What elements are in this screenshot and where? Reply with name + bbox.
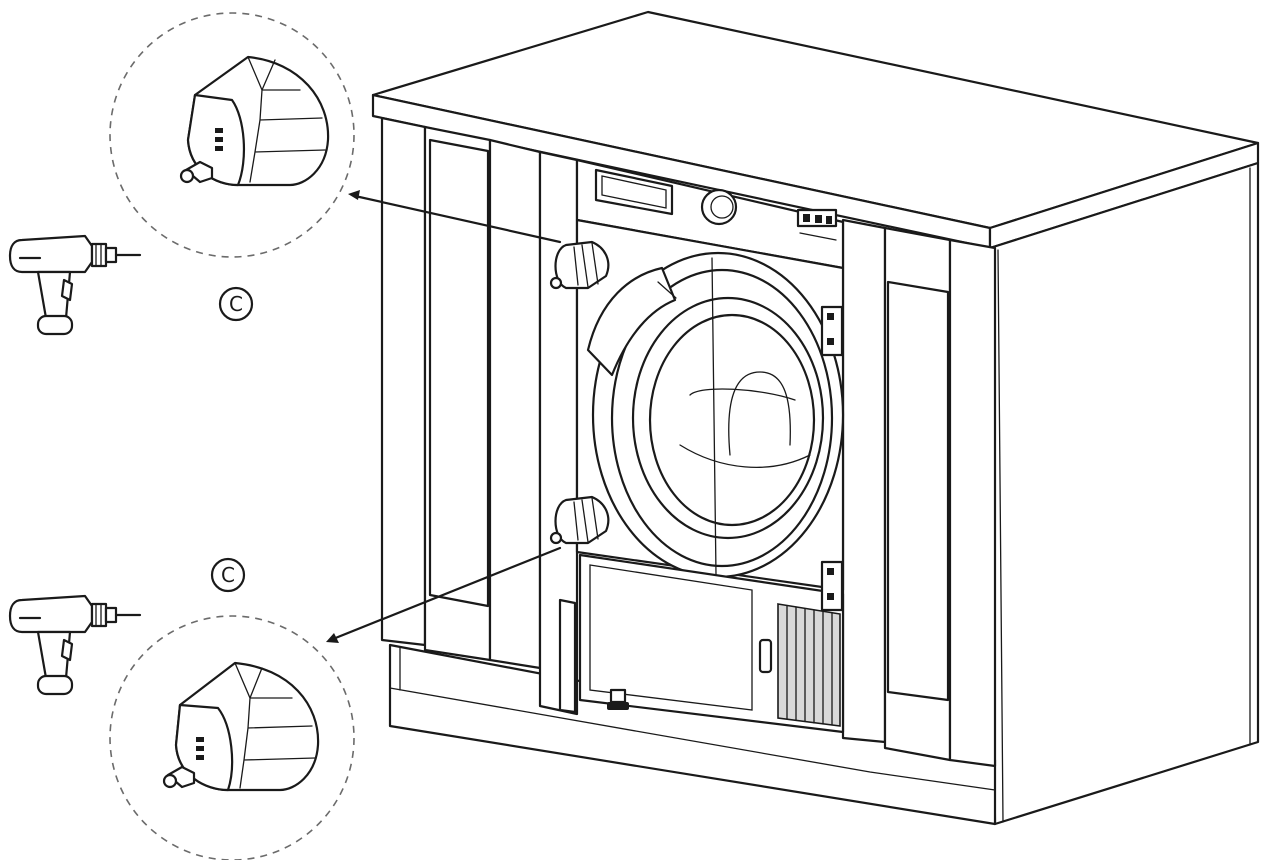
cabinet	[371, 10, 1260, 826]
door-hinge-lower	[820, 560, 844, 612]
bracket-detail-lower	[162, 661, 320, 792]
cabinet-side-panel	[988, 161, 1260, 826]
callout-label-lower: C	[221, 563, 235, 587]
adjustable-foot	[607, 688, 629, 710]
dryer	[575, 158, 845, 734]
detail-circle-lower: C	[109, 557, 355, 861]
callout-marker-upper	[218, 286, 254, 322]
bracket-detail-upper	[179, 55, 330, 187]
callout-marker-lower	[210, 557, 246, 593]
mounting-bracket-upper	[549, 240, 610, 290]
program-knob	[700, 188, 738, 226]
power-drill-icon-lower	[8, 594, 142, 696]
door-handle	[586, 266, 677, 377]
left-frame	[380, 116, 579, 716]
display-buttons	[796, 208, 838, 241]
service-panel	[578, 553, 845, 734]
door-hinge-upper	[820, 305, 844, 357]
vent-grille	[777, 603, 841, 727]
dryer-control-panel	[575, 158, 845, 270]
power-drill-icon-upper	[8, 234, 142, 336]
leader-arrow-lower	[326, 546, 562, 643]
detergent-drawer	[594, 168, 674, 216]
mounting-bracket-lower	[549, 495, 610, 545]
dryer-door	[586, 251, 845, 579]
callout-label-upper: C	[229, 292, 243, 316]
leader-arrow-upper	[348, 190, 562, 244]
right-frame	[841, 218, 997, 768]
detail-circle-upper: C	[109, 12, 355, 322]
